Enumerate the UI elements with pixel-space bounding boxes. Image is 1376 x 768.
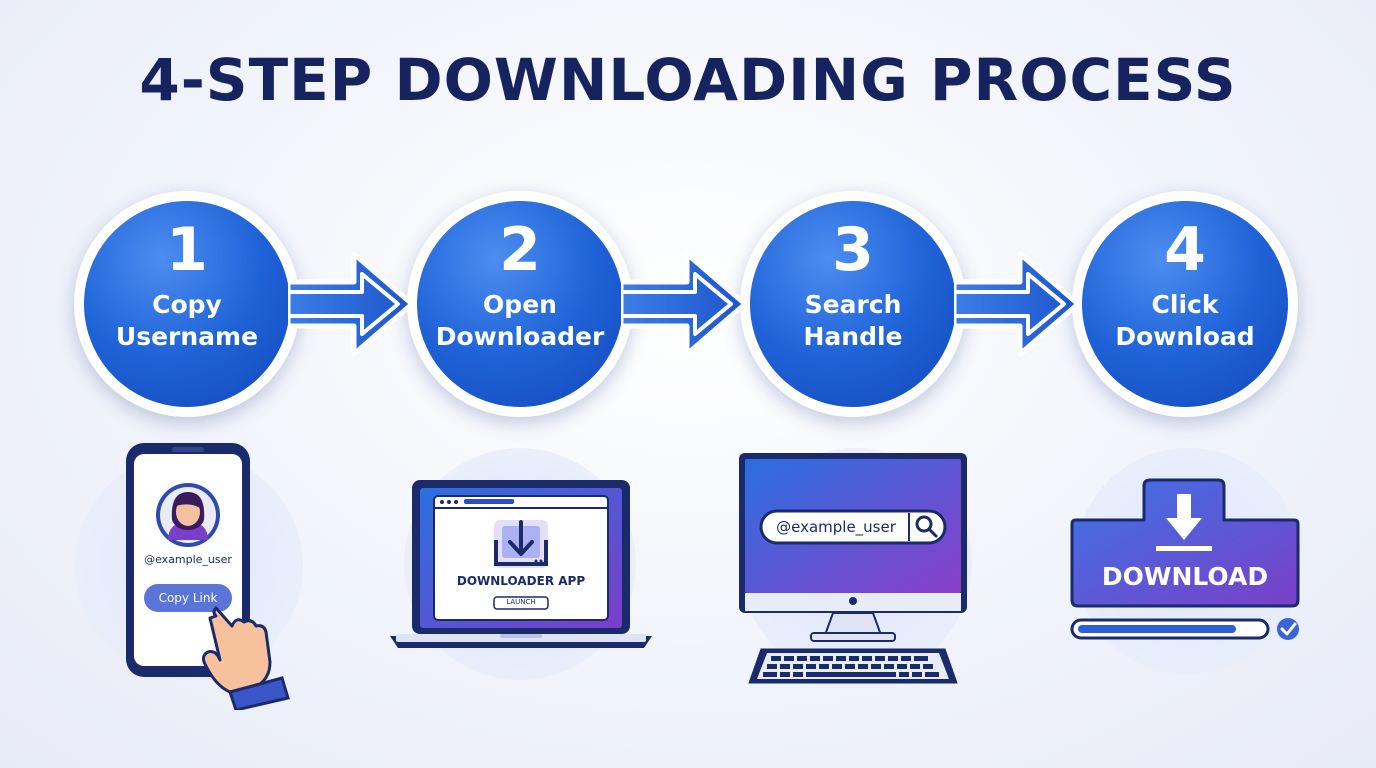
step-2-label-line2: Downloader: [435, 322, 605, 351]
monitor-illustration: @example_user: [737, 451, 969, 687]
step-1-label-line1: Copy: [152, 290, 222, 319]
page-title: 4-STEP DOWNLOADING PROCESS: [139, 46, 1237, 114]
downloader-app-title: DOWNLOADER APP: [456, 574, 586, 588]
search-icon: [915, 515, 938, 538]
download-arrow-icon: [1156, 494, 1212, 551]
laptop-illustration: DOWNLOADER APP LAUNCH: [390, 478, 652, 650]
step-3-label-line2: Handle: [803, 322, 903, 351]
arrow-right-icon: [954, 251, 1081, 357]
handle-search-input[interactable]: @example_user: [776, 518, 896, 536]
avatar-icon: [168, 492, 208, 540]
check-icon: [1277, 618, 1299, 640]
launch-button[interactable]: LAUNCH: [506, 598, 536, 606]
phone-illustration: @example_user Copy Link: [120, 440, 290, 712]
download-button[interactable]: DOWNLOAD: [1101, 562, 1269, 591]
arrow-right-icon: [621, 251, 748, 357]
step-2-number: 2: [499, 215, 541, 285]
step-4-label-line2: Download: [1115, 322, 1255, 351]
copy-link-button[interactable]: Copy Link: [158, 591, 218, 605]
step-1-number: 1: [166, 215, 208, 285]
phone-username: @example_user: [144, 553, 232, 566]
download-tray-icon: [494, 520, 548, 568]
download-progress-fill: [1078, 625, 1236, 633]
arrow-right-icon: [288, 251, 415, 357]
step-3-number: 3: [832, 215, 874, 285]
step-2-label-line1: Open: [483, 290, 557, 319]
step-1-label-line2: Username: [115, 322, 259, 351]
hand-pointer-icon: [201, 606, 272, 694]
step-4-label-line1: Click: [1151, 290, 1219, 319]
step-3-label-line1: Search: [804, 290, 902, 319]
download-illustration: DOWNLOAD: [1068, 476, 1308, 646]
step-4-number: 4: [1164, 215, 1206, 285]
